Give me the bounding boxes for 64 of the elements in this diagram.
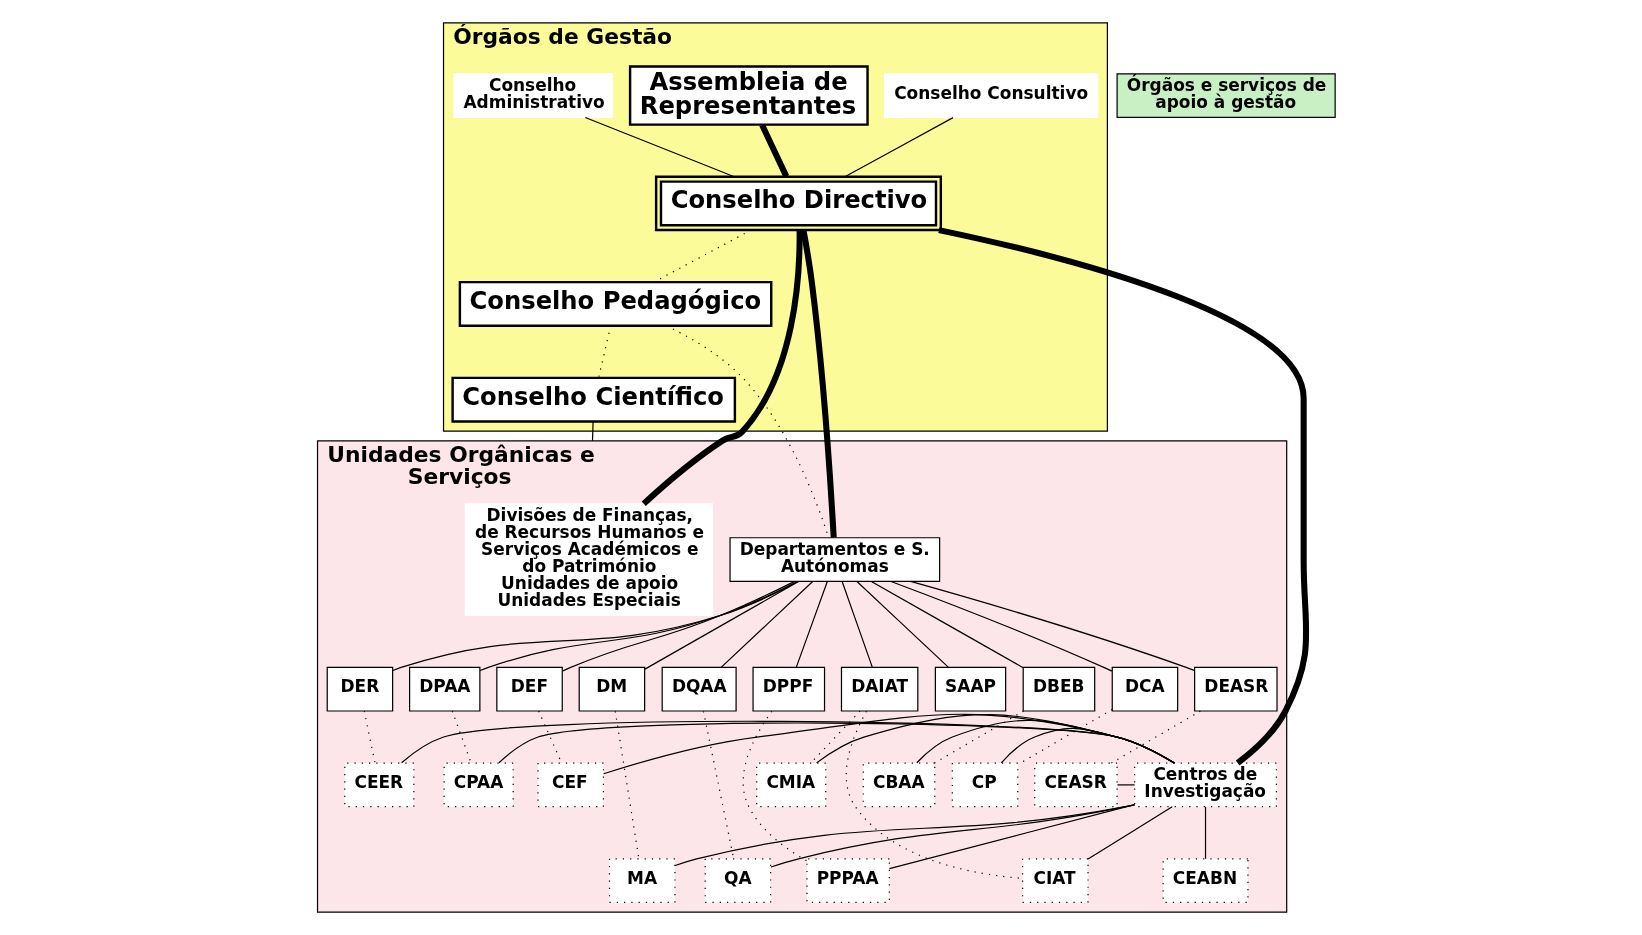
connector [800, 229, 837, 538]
connector [845, 710, 1023, 879]
connector [742, 710, 807, 862]
node-box: CBAA [862, 762, 935, 808]
node-box: Conselho Directivo [654, 175, 942, 232]
node-box: DQAA [661, 666, 737, 712]
node-box: Conselho Científico [450, 376, 736, 423]
node-box: PPPAA [805, 858, 890, 903]
connector [584, 116, 735, 178]
connector [720, 581, 813, 668]
connector [844, 117, 954, 178]
connector [561, 581, 795, 672]
node-box: DEASR [1193, 666, 1278, 712]
connector [641, 230, 803, 506]
node-box: CEABN [1162, 858, 1249, 903]
connector [815, 713, 1175, 764]
connector [674, 804, 1135, 867]
node-box: CMIA [755, 762, 826, 808]
node-box: CEF [536, 762, 604, 808]
node-box: Conselho Administrativo [452, 73, 613, 118]
connector [451, 710, 472, 764]
node-box: CIAT [1021, 858, 1089, 903]
connector [795, 581, 828, 668]
connector [1110, 710, 1201, 764]
connector [591, 421, 594, 442]
connector [933, 710, 1024, 764]
connector [841, 581, 873, 668]
connector [1204, 806, 1206, 860]
node-box: CP [951, 762, 1018, 808]
connector [479, 580, 798, 672]
connector [391, 580, 799, 672]
node-box: Centros de Investigação [1133, 762, 1277, 808]
node-box: Divisões de Finanças, de Recursos Humanos e Serviços Académicos e do Património Unidades de apoio Unidades Especiais [464, 503, 713, 616]
node-box: Conselho Consultivo [883, 73, 1098, 118]
connector [937, 227, 1309, 766]
connector [870, 580, 1024, 669]
connector [1116, 784, 1135, 786]
node-box: DM [578, 666, 645, 712]
connector [602, 713, 1175, 775]
node-box: DPPF [751, 666, 825, 712]
node-box: SAAP [934, 666, 1006, 712]
connector [758, 123, 789, 178]
node-box: Departamentos e S. Autónomas [728, 537, 940, 582]
node-box: DAIAT [840, 666, 918, 712]
connector [909, 580, 1195, 671]
node-box: CEER [343, 762, 414, 808]
node-box: MA [608, 858, 675, 903]
connector [643, 580, 799, 670]
connector [888, 804, 1135, 870]
node-box: DBEB [1022, 666, 1095, 712]
node-box: CPAA [443, 762, 514, 808]
connector [889, 580, 1112, 672]
node-box: DCA [1111, 666, 1178, 712]
node-box: QA [704, 858, 771, 903]
node-box: DER [326, 666, 393, 712]
node-box: CEASR [1033, 762, 1118, 808]
connector [769, 804, 1135, 868]
node-box: Conselho Pedagógico [458, 280, 772, 327]
node-box: Órgãos e serviços de apoio à gestão [1116, 73, 1336, 118]
node-box: DEF [495, 666, 563, 712]
connector [1086, 806, 1173, 860]
node-box: Assembleia de Representantes [628, 65, 869, 126]
node-box: DPAA [408, 666, 480, 712]
connector [856, 581, 949, 668]
